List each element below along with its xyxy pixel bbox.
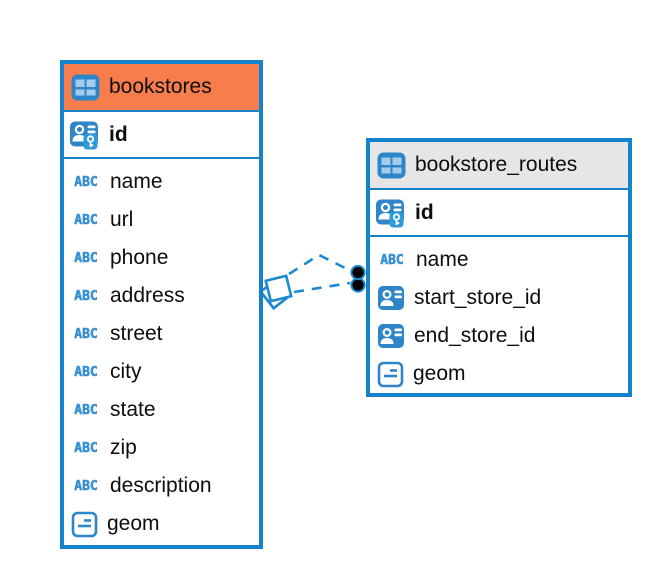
relationship-line-2[interactable] (293, 281, 351, 294)
column-name: city (110, 360, 142, 383)
primary-key-icon (69, 119, 100, 150)
column-name: state (110, 398, 156, 421)
type-reference-icon (377, 284, 405, 312)
column-name: phone (110, 246, 169, 269)
column-name: geom (413, 362, 466, 385)
column-row[interactable]: ABC street (64, 315, 259, 353)
column-row[interactable]: start_store_id (370, 279, 628, 317)
column-name: street (110, 322, 163, 345)
column-row[interactable]: end_store_id (370, 317, 628, 355)
column-row[interactable]: ABC description (64, 467, 259, 505)
column-name: end_store_id (414, 324, 536, 347)
relationship-line-1[interactable] (288, 253, 352, 276)
table-bookstores-header[interactable]: bookstores (64, 64, 259, 112)
column-list-routes: ABC name start_store_id (370, 237, 628, 398)
column-name: geom (107, 512, 160, 535)
column-row-bookstores-id[interactable]: id (64, 112, 259, 159)
column-row-routes-id[interactable]: id (370, 190, 628, 237)
column-name: start_store_id (414, 286, 542, 309)
column-row[interactable]: ABC phone (64, 239, 259, 277)
column-row[interactable]: ABC address (64, 277, 259, 315)
type-string-icon: ABC (74, 288, 98, 304)
table-icon (71, 74, 100, 101)
type-string-icon: ABC (74, 402, 98, 418)
table-name: bookstore_routes (415, 153, 578, 176)
type-string-icon: ABC (74, 326, 98, 342)
table-icon (377, 152, 406, 179)
column-name: name (416, 248, 469, 271)
type-string-icon: ABC (74, 212, 98, 228)
type-string-icon: ABC (74, 364, 98, 380)
column-row[interactable]: ABC zip (64, 429, 259, 467)
primary-key-icon (375, 197, 406, 228)
column-name: name (110, 170, 163, 193)
table-name: bookstores (109, 75, 212, 98)
column-name: url (110, 208, 134, 231)
column-row[interactable]: ABC url (64, 201, 259, 239)
column-name: id (109, 122, 128, 146)
column-name: address (110, 284, 185, 307)
column-row[interactable]: geom (64, 505, 259, 543)
column-name: description (110, 474, 212, 497)
type-string-icon: ABC (74, 174, 98, 190)
relationship-target-marker (350, 264, 366, 293)
column-name: zip (110, 436, 137, 459)
type-string-icon: ABC (74, 478, 98, 494)
column-name: id (415, 200, 434, 224)
type-string-icon: ABC (74, 250, 98, 266)
column-row[interactable]: ABC name (370, 241, 628, 279)
column-list-bookstores: ABC name ABC url ABC phone ABC address A… (64, 159, 259, 548)
type-geometry-icon (377, 361, 404, 388)
column-row[interactable]: ABC state (64, 391, 259, 429)
type-geometry-icon (71, 511, 98, 538)
table-bookstores[interactable]: bookstores id ABC (60, 60, 263, 549)
table-bookstore-routes-header[interactable]: bookstore_routes (370, 142, 628, 190)
type-string-icon: ABC (380, 252, 404, 268)
type-string-icon: ABC (74, 440, 98, 456)
column-row[interactable]: ABC name (64, 163, 259, 201)
column-row[interactable]: geom (370, 355, 628, 393)
relationship-source-marker (258, 274, 293, 311)
type-reference-icon (377, 322, 405, 350)
table-bookstore-routes[interactable]: bookstore_routes id ABC (366, 138, 632, 397)
column-row[interactable]: ABC city (64, 353, 259, 391)
